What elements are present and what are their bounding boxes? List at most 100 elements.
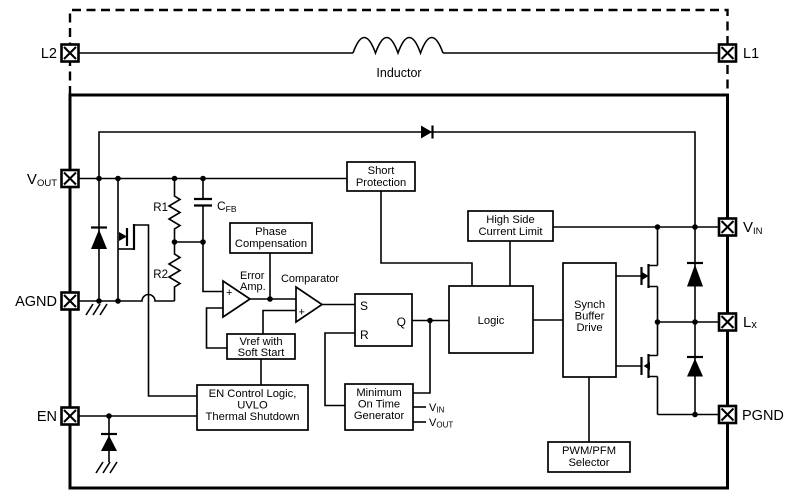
junction-dot — [692, 319, 698, 325]
block-label: Buffer — [575, 311, 605, 323]
block-box — [547, 441, 631, 473]
pin-en: EN — [37, 406, 80, 426]
block-box — [196, 384, 309, 431]
block-label: Soft Start — [238, 347, 286, 359]
mosfet-discharge — [117, 178, 136, 301]
mosfet-arrow-icon — [643, 362, 650, 370]
resistor-r2: R2 — [153, 242, 182, 301]
lx-sub: x — [751, 319, 757, 331]
wire-bootstrap — [98, 131, 696, 227]
wiring — [78, 131, 719, 442]
cfb-sub: FB — [226, 204, 237, 214]
junction-dot — [654, 224, 661, 230]
r2-label: R2 — [153, 269, 168, 281]
sr-latch: S R Q — [354, 293, 413, 347]
latch-q-label: Q — [397, 315, 406, 329]
ground-symbol-agnd — [85, 303, 108, 316]
vin-sub: IN — [753, 226, 763, 237]
latch-s-label: S — [360, 299, 368, 313]
wire-shortprot-to-logic — [380, 191, 473, 286]
pin-agnd: AGND — [15, 291, 80, 311]
block-label: Synch — [574, 299, 605, 311]
block-box — [562, 262, 617, 378]
pin-x-icon — [720, 220, 735, 234]
capacitor-cfb: CFB — [194, 178, 237, 242]
block-label: UVLO — [237, 400, 268, 412]
diode-icon — [91, 229, 107, 249]
inductor-branch: Inductor — [78, 36, 719, 80]
vin-main: V — [743, 219, 753, 236]
pin-l1: L1 — [717, 43, 759, 63]
block-box — [467, 210, 554, 242]
wire — [648, 322, 659, 415]
pin-l1-label: L1 — [743, 46, 759, 62]
junction-dot — [115, 175, 121, 182]
block-min-on-time: Minimum On Time Generator — [344, 383, 414, 431]
junction-dot — [171, 239, 178, 245]
block-vref-soft-start: Vref with Soft Start — [226, 333, 296, 360]
block-synch-buffer-drive: Synch Buffer Drive — [562, 262, 617, 378]
cfb-main: C — [217, 199, 226, 213]
diode-bootstrap — [421, 125, 434, 139]
junction-dot — [692, 224, 698, 230]
vout-main: V — [429, 417, 437, 429]
block-label: Minimum — [356, 387, 401, 399]
pin-x-icon — [720, 315, 735, 329]
junction-dot — [115, 298, 121, 304]
block-label: Phase — [255, 226, 287, 238]
pin-vin-label: VIN — [743, 219, 763, 237]
junction-dot — [654, 319, 661, 325]
block-label: PWM/PFM — [562, 445, 616, 457]
error-amp-label: Error — [240, 270, 265, 282]
pin-x-icon — [720, 46, 735, 60]
diode-icon — [101, 435, 117, 451]
inductor-label: Inductor — [376, 66, 421, 80]
wire-fb-to-ea — [202, 242, 223, 293]
junction-dot — [171, 175, 178, 182]
ground-icon — [95, 461, 118, 474]
block-high-side-current-limit: High Side Current Limit — [467, 210, 554, 242]
mosfet-arrow-icon — [642, 272, 649, 280]
junction-dot — [427, 317, 433, 324]
pin-vin: VIN — [717, 217, 763, 237]
junction-dot — [96, 175, 102, 182]
block-label: Generator — [354, 410, 405, 422]
junction-dot — [200, 239, 206, 245]
block-box — [226, 333, 296, 360]
comparator: + Comparator — [281, 273, 339, 324]
block-label: Vref with — [239, 336, 282, 348]
comparator-triangle — [295, 285, 324, 324]
resistor-r1: R1 — [153, 178, 182, 242]
ground-icon — [85, 303, 108, 316]
block-box — [448, 285, 534, 354]
pin-x-icon — [63, 409, 77, 423]
block-box — [229, 222, 313, 254]
mosfet-high-side — [616, 227, 659, 322]
block-pwm-pfm-selector: PWM/PFM Selector — [547, 441, 631, 473]
error-amp: + Error Amp. — [222, 270, 266, 319]
wire-gate-en-control — [134, 224, 197, 397]
junction-dot — [200, 175, 206, 182]
wire-vref-to-comparator — [262, 309, 296, 334]
block-label: On Time — [358, 399, 400, 411]
pin-x-icon — [63, 171, 77, 186]
r1-label: R1 — [153, 202, 168, 214]
pin-x-icon — [720, 407, 735, 422]
block-label: Selector — [568, 457, 609, 469]
mosfet-low-side — [616, 322, 659, 415]
pin-lx-label: Lx — [743, 314, 757, 331]
junction-dot — [96, 298, 102, 304]
pin-x-icon — [63, 46, 77, 60]
mosfet-arrow-icon — [119, 232, 127, 241]
diode-en-gnd — [95, 416, 118, 474]
junction-dots — [96, 175, 698, 419]
wire — [648, 227, 659, 322]
comparator-label: Comparator — [281, 273, 339, 285]
block-logic: Logic — [448, 285, 534, 354]
pin-pgnd-label: PGND — [742, 408, 784, 424]
block-label: Protection — [356, 177, 406, 189]
diode-icon — [687, 264, 703, 287]
junction-dot — [267, 296, 273, 302]
block-label: Thermal Shutdown — [206, 411, 300, 423]
